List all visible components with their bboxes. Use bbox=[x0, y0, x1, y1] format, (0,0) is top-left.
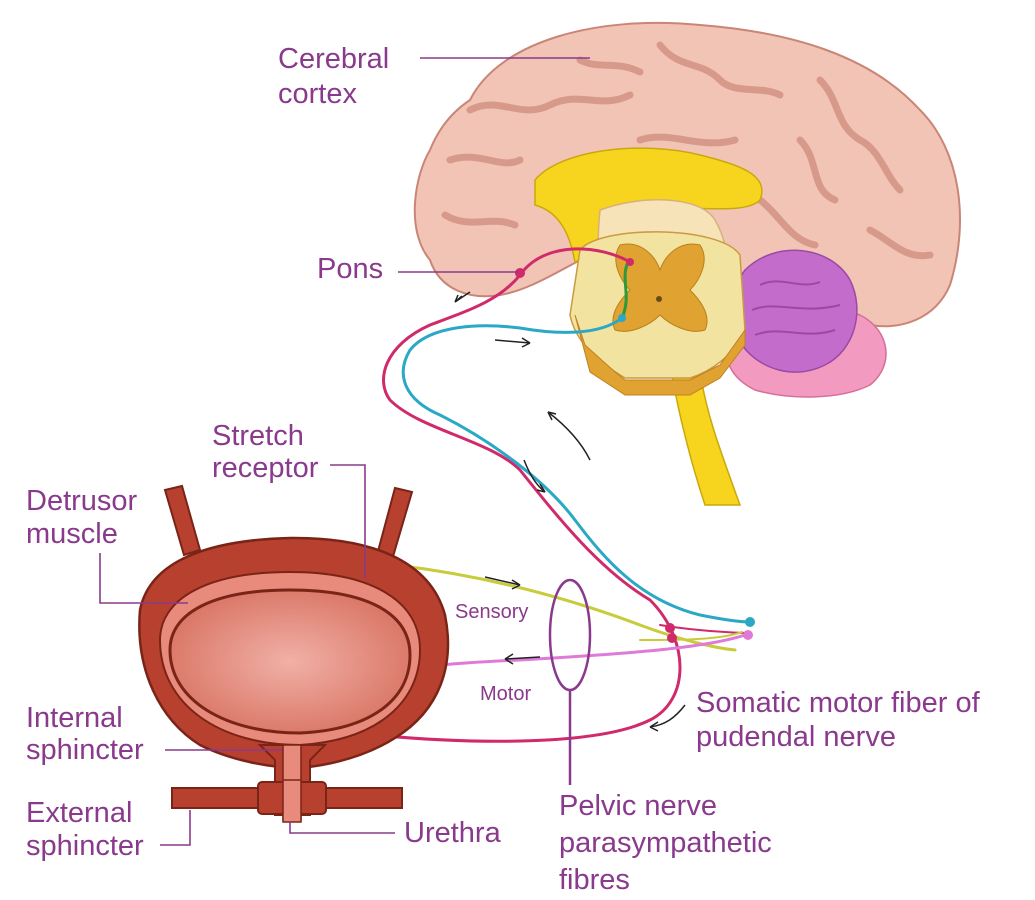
pelvic-nerve-loop bbox=[550, 580, 590, 785]
stretch-receptor-label: Stretch receptor bbox=[212, 420, 319, 484]
brain bbox=[415, 23, 960, 505]
pelvic-nerve-label: Pelvic nerve parasympathetic fibres bbox=[559, 790, 780, 896]
bladder bbox=[139, 486, 448, 822]
internal-sphincter-label: Internal sphincter bbox=[26, 702, 144, 766]
motor-label: Motor bbox=[480, 683, 531, 705]
detrusor-muscle-label: Detrusor muscle bbox=[26, 485, 145, 550]
urethra-label: Urethra bbox=[404, 817, 502, 849]
pons-label: Pons bbox=[317, 253, 383, 285]
pons-nucleus-dot bbox=[515, 268, 525, 278]
cerebral-cortex-label: Cerebral cortex bbox=[278, 43, 397, 110]
somatic-motor-fiber-label: Somatic motor fiber of pudendal nerve bbox=[696, 687, 988, 753]
sensory-label: Sensory bbox=[455, 601, 528, 623]
spinal-cross-section bbox=[570, 232, 745, 395]
motor-fiber-line bbox=[401, 635, 745, 695]
cerebellum-shape bbox=[733, 250, 857, 372]
external-sphincter-label: External sphincter bbox=[26, 797, 144, 862]
